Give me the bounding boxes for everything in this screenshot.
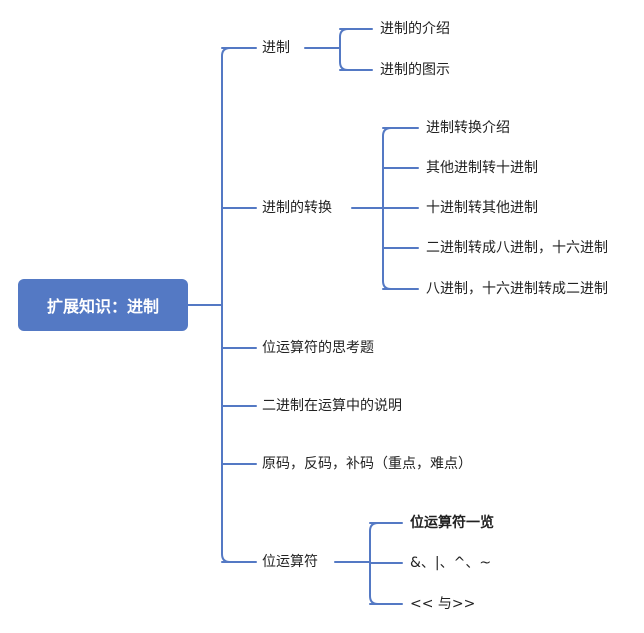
leaf-node[interactable]: 二进制转成八进制，十六进制 <box>426 240 608 256</box>
leaf-node[interactable]: 其他进制转十进制 <box>426 160 538 176</box>
branch-node[interactable]: 位运算符的思考题 <box>262 340 374 356</box>
leaf-node[interactable]: << 与>> <box>410 596 476 612</box>
leaf-node[interactable]: 十进制转其他进制 <box>426 200 538 216</box>
leaf-node[interactable]: 进制的图示 <box>380 62 450 78</box>
trunk-line <box>221 47 231 563</box>
branch-node[interactable]: 位运算符 <box>262 554 318 570</box>
leaf-node[interactable]: 八进制，十六进制转成二进制 <box>426 281 608 297</box>
leaf-node[interactable]: 进制转换介绍 <box>426 120 510 136</box>
leaf-node[interactable]: 位运算符一览 <box>410 515 494 531</box>
branch-node[interactable]: 二进制在运算中的说明 <box>262 398 402 414</box>
jinzhi-bracket <box>339 28 349 71</box>
root-node[interactable]: 扩展知识：进制 <box>18 279 188 331</box>
branch-node[interactable]: 进制的转换 <box>262 200 332 216</box>
leaf-node[interactable]: 进制的介绍 <box>380 21 450 37</box>
branch-node[interactable]: 原码，反码，补码（重点，难点） <box>262 456 472 472</box>
leaf-node[interactable]: &、|、^、~ <box>410 555 492 571</box>
branch-node[interactable]: 进制 <box>262 40 290 56</box>
